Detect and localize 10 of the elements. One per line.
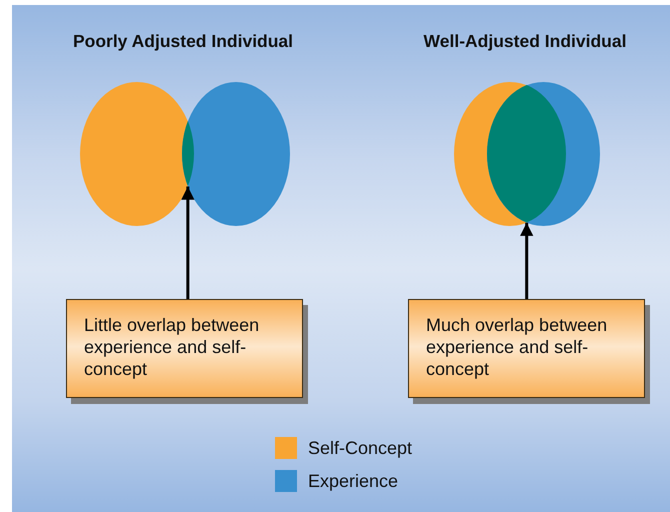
box-text: Much overlap between experience and self-concept <box>426 315 608 379</box>
arrow <box>520 222 534 299</box>
heading: Well-Adjusted Individual <box>424 31 626 52</box>
venn-overlap <box>182 121 194 187</box>
legend-text: Self-Concept <box>308 438 412 458</box>
box-text: Little overlap between experience and self-concept <box>84 315 260 379</box>
heading: Poorly Adjusted Individual <box>72 31 294 52</box>
legend-text: Experience <box>308 470 398 492</box>
venn-overlap <box>487 85 566 223</box>
arrow <box>181 186 194 299</box>
